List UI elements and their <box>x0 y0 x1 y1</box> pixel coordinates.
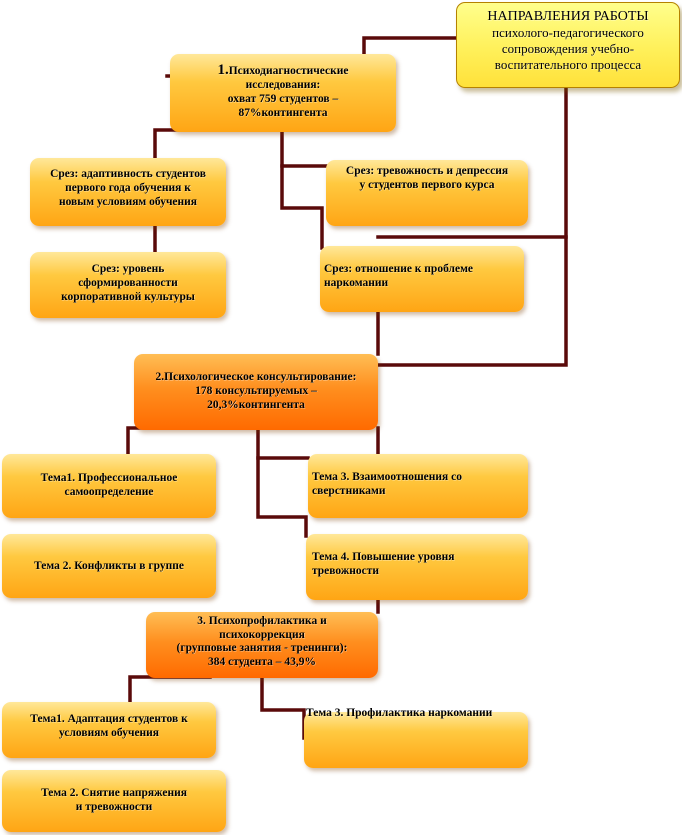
topic2-1-line-1: Тема1. Профессиональное <box>40 472 178 484</box>
connector-t3-t4 <box>256 456 308 538</box>
adaptivity-box: Срез: адаптивность студентов первого год… <box>30 158 226 226</box>
connector-section2-left <box>126 426 182 456</box>
corporate-line-3: корпоративной культуры <box>61 291 195 303</box>
connector-section3-left <box>128 675 212 705</box>
section3-line-1: 3. Психопрофилактика и <box>197 615 327 627</box>
topic3-1-line-1: Тема1. Адаптация студентов к <box>30 713 188 725</box>
anxiety-box: Срез: тревожность и депрессия у студенто… <box>326 160 528 226</box>
topic3-2-box: Тема 2. Снятие напряжения и тревожности <box>2 770 226 832</box>
section2-line-2: 178 консультируемых – <box>195 385 317 397</box>
corporate-culture-box: Срез: уровень сформированности корпорати… <box>30 252 226 318</box>
topic2-3-line-2: сверстниками <box>312 485 386 497</box>
section1-line-1: Психодиагностические <box>228 65 349 77</box>
topic3-3-box: Тема 3. Профилактика наркомании <box>304 707 528 768</box>
section3-line-4: 384 студента – 43,9% <box>208 655 316 668</box>
adaptivity-line-2: первого года обучения к <box>65 182 191 194</box>
title-box: НАПРАВЛЕНИЯ РАБОТЫ психолого-педагогичес… <box>456 2 680 88</box>
corporate-line-2: сформированности <box>78 277 178 289</box>
connector-section3-right <box>260 675 306 740</box>
topic2-2-line-1: Тема 2. Конфликты в группе <box>34 560 184 572</box>
section2-line-1: 2.Психологическое консультирование: <box>155 371 357 383</box>
section1-line-2: исследования: <box>245 79 321 91</box>
topic2-4-line-1: Тема 4. Повышение уровня <box>312 551 455 563</box>
title-line-4: воспитательного процесса <box>494 57 642 72</box>
topic3-1-line-2: условиям обучения <box>58 727 160 739</box>
topic3-2-line-1: Тема 2. Снятие напряжения <box>41 787 187 799</box>
topic2-4-line-2: тревожности <box>312 565 379 577</box>
adaptivity-line-1: Срез: адаптивность студентов <box>50 168 206 180</box>
title-line-3: сопровождения учебно- <box>501 41 635 56</box>
connector-anxiety-branch <box>280 164 324 250</box>
section3-box: 3. Психопрофилактика и психокоррекция (г… <box>146 612 378 678</box>
drugs-line-2: наркомании <box>324 277 389 289</box>
section3-line-2: психокоррекция <box>219 628 305 641</box>
section2-box: 2.Психологическое консультирование: 178 … <box>134 354 378 430</box>
topic2-3-box: Тема 3. Взаимоотношения со сверстниками <box>308 454 528 518</box>
topic3-1-box: Тема1. Адаптация студентов к условиям об… <box>2 702 216 758</box>
topic2-3-line-1: Тема 3. Взаимоотношения со <box>312 471 462 483</box>
topic2-1-box: Тема1. Профессиональное самоопределение <box>2 454 216 518</box>
connector-section1-right <box>280 128 328 168</box>
drugs-line-1: Срез: отношение к проблеме <box>324 263 474 275</box>
section1-line-3: охват 759 студентов – <box>227 93 339 105</box>
adaptivity-line-3: новым условиям обучения <box>58 196 198 208</box>
connector-section2-right <box>256 426 310 460</box>
connector-title-section2 <box>376 86 568 367</box>
title-line-1: НАПРАВЛЕНИЯ РАБОТЫ <box>487 9 649 24</box>
topic2-2-box: Тема 2. Конфликты в группе <box>2 534 216 598</box>
anxiety-line-1: Срез: тревожность и депрессия <box>345 165 509 177</box>
topic2-1-line-2: самоопределение <box>64 486 154 498</box>
section2-line-3: 20,3%контингента <box>207 399 305 411</box>
section1-number: 1. <box>217 62 229 78</box>
anxiety-line-2: у студентов первого курса <box>359 179 495 191</box>
section1-line-4: 87%контингента <box>238 107 328 119</box>
section1-box: 1.Психодиагностические исследования: охв… <box>170 54 396 132</box>
section3-line-3: (групповые занятия - тренинги): <box>176 642 348 654</box>
corporate-line-1: Срез: уровень <box>91 263 165 275</box>
topic2-4-box: Тема 4. Повышение уровня тревожности <box>306 534 528 600</box>
connector-title-section1 <box>362 36 458 58</box>
title-line-2: психолого-педагогического <box>492 25 644 40</box>
topic3-3-line-1: Тема 3. Профилактика наркомании <box>306 707 493 719</box>
topic3-2-line-2: и тревожности <box>75 801 153 813</box>
drugs-attitude-box: Срез: отношение к проблеме наркомании <box>320 246 524 312</box>
connector-section1-left <box>153 128 212 162</box>
